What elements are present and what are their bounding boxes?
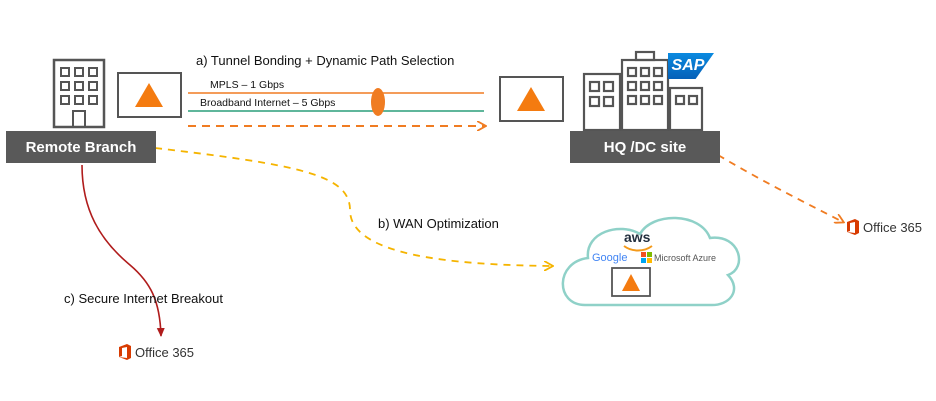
hq-site-label: HQ /DC site: [570, 131, 720, 163]
secure-breakout-path: [81, 164, 165, 337]
aws-logo-text: aws: [624, 229, 651, 245]
dc-office365-path: [717, 154, 843, 222]
office365-icon: [847, 219, 859, 235]
office365-dc-logo: Office 365: [846, 219, 922, 235]
azure-logo-text: Microsoft Azure: [654, 253, 717, 263]
hq-appliance-icon: [499, 76, 564, 122]
wan-optimization-path: [154, 147, 552, 266]
cloud-appliance-icon: [611, 267, 651, 297]
office365-branch-label: Office 365: [135, 344, 195, 360]
remote-branch-label: Remote Branch: [6, 131, 156, 163]
office365-dc-label: Office 365: [863, 219, 923, 235]
microsoft-logo-icon: [641, 252, 652, 263]
aws-smile-icon: [623, 245, 653, 252]
hq-building-icon: [582, 50, 704, 132]
broadband-caption: Broadband Internet – 5 Gbps: [200, 97, 336, 109]
bonding-ellipse: [371, 88, 385, 116]
wan-optimization-caption: b) WAN Optimization: [378, 216, 499, 231]
office365-branch-logo: Office 365: [118, 344, 194, 360]
remote-branch-building-icon: [52, 58, 106, 129]
tunnel-bonding-caption: a) Tunnel Bonding + Dynamic Path Selecti…: [196, 53, 455, 68]
office365-icon: [119, 344, 131, 360]
mpls-caption: MPLS – 1 Gbps: [210, 79, 285, 91]
google-logo-text: Google: [592, 252, 628, 264]
branch-appliance-icon: [117, 72, 182, 118]
secure-breakout-caption: c) Secure Internet Breakout: [64, 291, 223, 306]
